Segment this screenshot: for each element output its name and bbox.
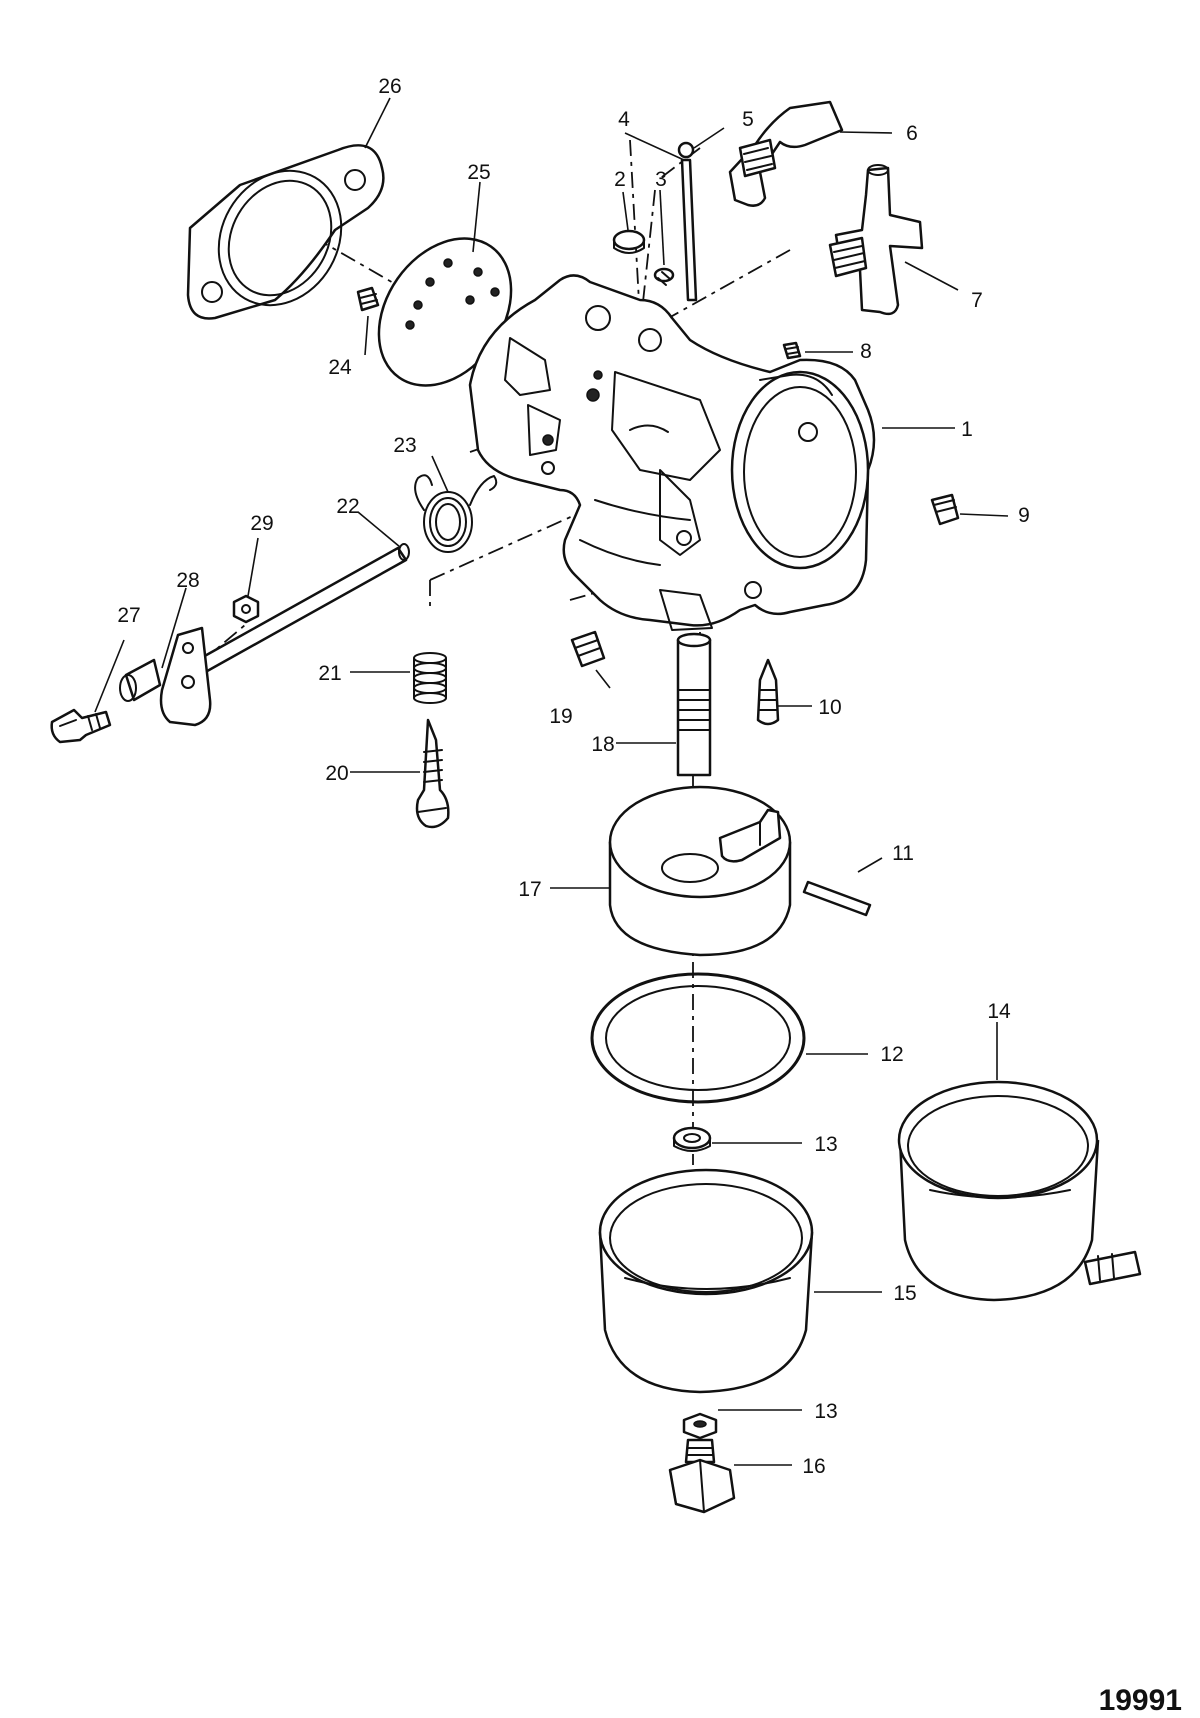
washer-lower — [682, 1412, 718, 1440]
screw-9 — [930, 493, 960, 526]
callout-24: 24 — [328, 356, 352, 379]
callout-14: 14 — [987, 1000, 1011, 1023]
assembly-center-lines — [199, 139, 861, 1165]
callout-16: 16 — [802, 1455, 825, 1478]
callout-1: 1 — [961, 418, 973, 441]
plug-screw-19 — [570, 630, 606, 668]
long-rod — [680, 158, 698, 302]
washer-upper — [672, 1126, 712, 1152]
small-screw — [653, 267, 675, 286]
bowl-nut — [668, 1438, 736, 1514]
callout-25: 25 — [467, 161, 490, 184]
spring-21 — [413, 652, 447, 704]
callout-22: 22 — [336, 495, 359, 518]
lever-screw — [50, 708, 112, 744]
bushing — [119, 658, 162, 702]
callout-21: 21 — [318, 662, 341, 685]
callout-18: 18 — [591, 733, 614, 756]
callout-7: 7 — [971, 289, 983, 312]
callout-26: 26 — [378, 75, 401, 98]
fuel-elbow-fitting — [728, 100, 844, 207]
hex-nut-29 — [232, 594, 260, 624]
callout-5: 5 — [742, 108, 754, 131]
callout-15: 15 — [893, 1282, 916, 1305]
float-bowl-alternate — [897, 1080, 1142, 1302]
float — [608, 785, 792, 957]
main-nozzle — [676, 632, 712, 777]
callout-8: 8 — [860, 340, 872, 363]
small-plug-fitting — [356, 286, 380, 312]
idle-needle-screw — [415, 718, 450, 829]
figure-number: 19991 — [1099, 1684, 1182, 1717]
callout-19: 19 — [549, 705, 572, 728]
callout-13-lower: 13 — [814, 1400, 837, 1423]
callout-12: 12 — [880, 1043, 903, 1066]
callout-27: 27 — [117, 604, 140, 627]
callout-9: 9 — [1018, 504, 1030, 527]
tee-fitting — [828, 164, 924, 316]
callout-labels: 1 2 3 4 5 6 7 8 9 10 11 12 13 13 14 15 1… — [117, 75, 1030, 1478]
throttle-shaft — [159, 543, 410, 727]
callout-6: 6 — [906, 122, 918, 145]
leader-lines — [94, 97, 1009, 1466]
callout-10: 10 — [818, 696, 841, 719]
callout-20: 20 — [325, 762, 348, 785]
float-bowl — [598, 1168, 814, 1394]
small-ball — [677, 141, 695, 159]
flange-gasket — [186, 144, 385, 320]
callout-17: 17 — [518, 878, 541, 901]
callout-2: 2 — [614, 168, 626, 191]
callout-23: 23 — [393, 434, 416, 457]
small-screw-8 — [782, 341, 802, 360]
float-pin — [802, 880, 872, 917]
callout-11: 11 — [892, 842, 914, 865]
callout-13-upper: 13 — [814, 1133, 837, 1156]
callout-28: 28 — [176, 569, 199, 592]
torsion-spring — [414, 474, 498, 553]
plug-cap — [612, 229, 646, 254]
callout-4: 4 — [618, 108, 630, 131]
carburetor-body — [468, 274, 876, 631]
float-bowl-gasket — [590, 972, 806, 1104]
needle-jet — [756, 658, 780, 726]
callout-3: 3 — [655, 168, 667, 191]
callout-29: 29 — [250, 512, 273, 535]
